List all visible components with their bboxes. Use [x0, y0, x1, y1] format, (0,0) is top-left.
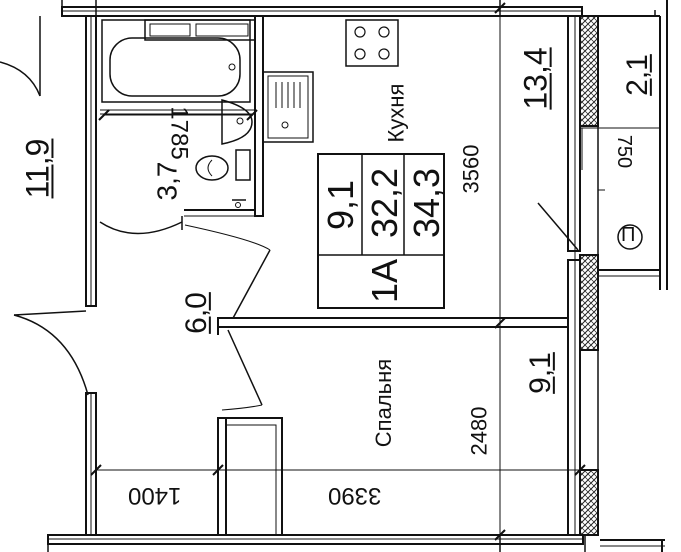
area-left-outer: 11,9 [19, 138, 56, 199]
bathtub [101, 19, 251, 103]
bathroom-walls [95, 15, 264, 225]
bottom-wall [47, 534, 665, 552]
dim-hall-width: 1400 [128, 482, 182, 509]
vent-symbol [617, 224, 643, 250]
kitchen-counter [144, 19, 256, 41]
area-bathroom: 3,7 [151, 161, 183, 201]
room-kitchen: Кухня [383, 83, 409, 143]
entrance-door-swing [13, 314, 89, 396]
summary-type: 1А [364, 258, 406, 304]
left-wall [85, 15, 97, 536]
summary-box [317, 153, 445, 309]
balcony [580, 0, 668, 290]
summary-total-balcony: 34,3 [406, 167, 448, 239]
room-bedroom: Спальня [371, 358, 397, 448]
summary-living: 9,1 [320, 179, 362, 231]
dim-bedroom-width: 3390 [328, 482, 382, 509]
balcony-door [537, 202, 579, 251]
facade-wall [567, 15, 599, 536]
wardrobe-wall [217, 417, 283, 536]
kitchen-bedroom-partition [217, 317, 569, 335]
area-balcony: 2,1 [620, 54, 654, 96]
dimension-lines [96, 0, 583, 540]
stove [345, 19, 399, 67]
summary-total: 32,2 [364, 167, 406, 239]
top-wall [61, 0, 583, 17]
kitchen-door [231, 249, 271, 321]
boiler [232, 199, 246, 208]
washbasin [221, 99, 253, 145]
outer-door-swing [0, 61, 41, 97]
toilet [195, 149, 251, 181]
vent-label: П [621, 224, 636, 246]
dim-kitchen-depth: 3560 [458, 144, 484, 194]
bedroom-door [227, 329, 263, 406]
dim-bath-width: 1785 [165, 106, 193, 160]
kitchen-door-swing [184, 224, 271, 251]
area-bedroom: 9,1 [523, 352, 557, 394]
dim-bedroom-depth: 2480 [466, 406, 492, 456]
kitchen-sink [262, 71, 314, 143]
dim-balcony-width: 750 [613, 134, 636, 169]
dimension-ticks [90, 2, 586, 541]
area-hall: 6,0 [179, 292, 213, 334]
area-kitchen: 13,4 [517, 47, 554, 110]
bathroom-door-swing [99, 221, 183, 235]
